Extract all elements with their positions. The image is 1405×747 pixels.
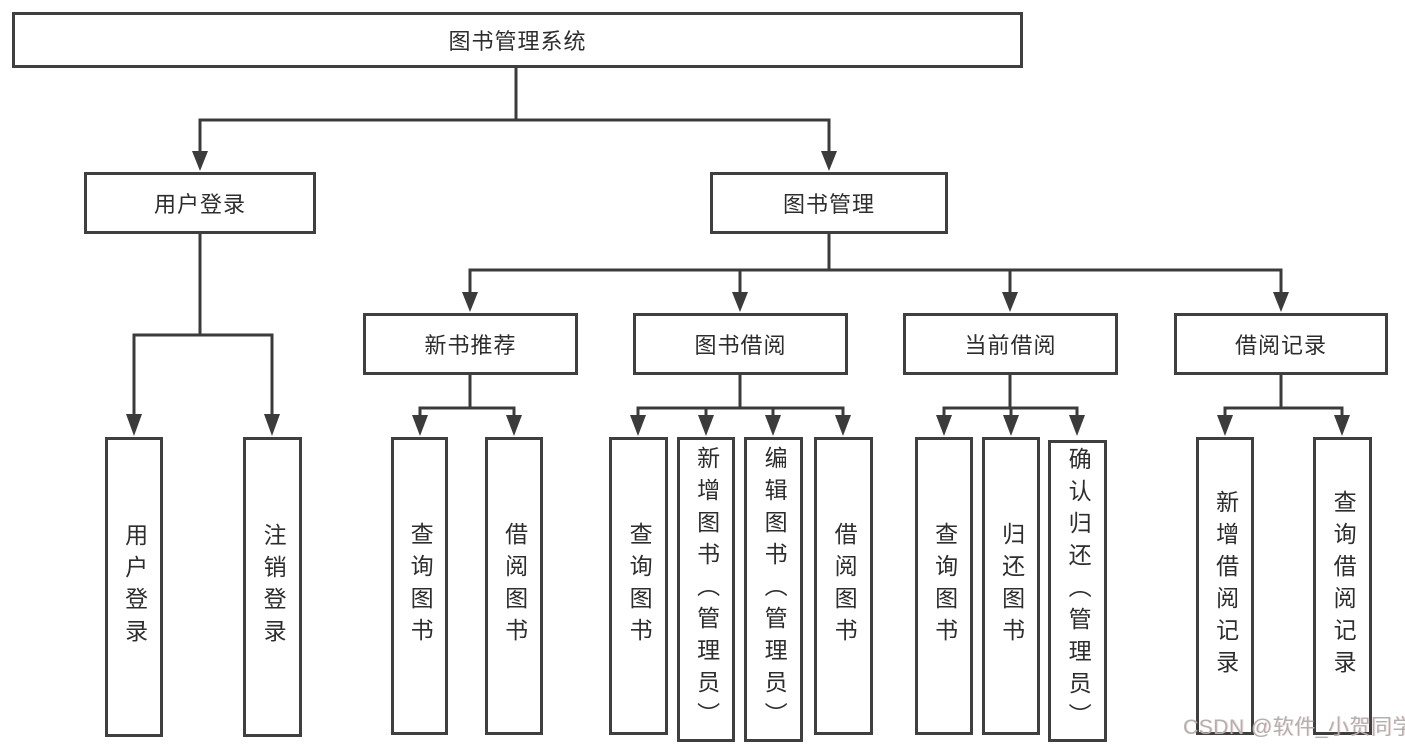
leaf-add-book-admin: 新增图书（管理员） xyxy=(677,437,735,742)
leaf-recommend-borrow-books: 借阅图书 xyxy=(485,437,543,735)
node-book-management-label: 图书管理 xyxy=(782,192,875,217)
leaf-return-book: 归还图书 xyxy=(982,437,1040,735)
node-book-borrow-label: 图书借阅 xyxy=(694,333,787,358)
leaf-return-book-label: 归还图书 xyxy=(998,522,1025,650)
leaf-borrow-query-books-label: 查询图书 xyxy=(626,522,653,650)
leaf-add-borrow-record-label: 新增借阅记录 xyxy=(1212,490,1239,682)
leaf-add-borrow-record: 新增借阅记录 xyxy=(1196,437,1254,735)
connector-strokes xyxy=(132,68,1344,417)
leaf-borrow-query-books: 查询图书 xyxy=(609,437,668,735)
node-new-book-recommend: 新书推荐 xyxy=(363,313,578,375)
leaf-recommend-borrow-books-label: 借阅图书 xyxy=(501,522,528,650)
node-root: 图书管理系统 xyxy=(12,12,1023,68)
leaf-add-book-admin-label: 新增图书（管理员） xyxy=(693,445,720,734)
leaf-edit-book-admin: 编辑图书（管理员） xyxy=(744,437,803,742)
leaf-user-login-label: 用户登录 xyxy=(121,523,148,651)
node-current-borrow: 当前借阅 xyxy=(903,313,1118,375)
node-user-login: 用户登录 xyxy=(84,172,316,234)
node-borrow-records-label: 借阅记录 xyxy=(1234,333,1327,358)
csdn-watermark: CSDN @软件_小贺同学 xyxy=(1183,716,1405,739)
leaf-recommend-query-books: 查询图书 xyxy=(391,437,448,735)
leaf-logout-label: 注销登录 xyxy=(260,523,287,651)
leaf-current-query-books: 查询图书 xyxy=(915,437,973,735)
leaf-logout: 注销登录 xyxy=(243,437,302,737)
node-root-label: 图书管理系统 xyxy=(448,29,587,54)
leaf-confirm-return-admin-label: 确认归还（管理员） xyxy=(1065,447,1092,735)
node-book-borrow: 图书借阅 xyxy=(633,313,848,375)
leaf-query-borrow-record: 查询借阅记录 xyxy=(1313,437,1372,735)
arrowheads xyxy=(126,151,1350,436)
node-book-management: 图书管理 xyxy=(710,172,948,234)
leaf-confirm-return-admin: 确认归还（管理员） xyxy=(1048,440,1107,742)
leaf-current-query-books-label: 查询图书 xyxy=(931,522,958,650)
node-current-borrow-label: 当前借阅 xyxy=(964,333,1057,358)
node-user-login-label: 用户登录 xyxy=(153,192,246,217)
leaf-borrow-borrow-books: 借阅图书 xyxy=(814,437,873,735)
node-borrow-records: 借阅记录 xyxy=(1174,313,1388,375)
node-new-book-recommend-label: 新书推荐 xyxy=(424,333,517,358)
leaf-user-login: 用户登录 xyxy=(105,437,163,737)
leaf-borrow-borrow-books-label: 借阅图书 xyxy=(831,522,858,650)
leaf-edit-book-admin-label: 编辑图书（管理员） xyxy=(761,445,788,734)
leaf-query-borrow-record-label: 查询借阅记录 xyxy=(1330,490,1357,682)
leaf-recommend-query-books-label: 查询图书 xyxy=(407,522,434,650)
